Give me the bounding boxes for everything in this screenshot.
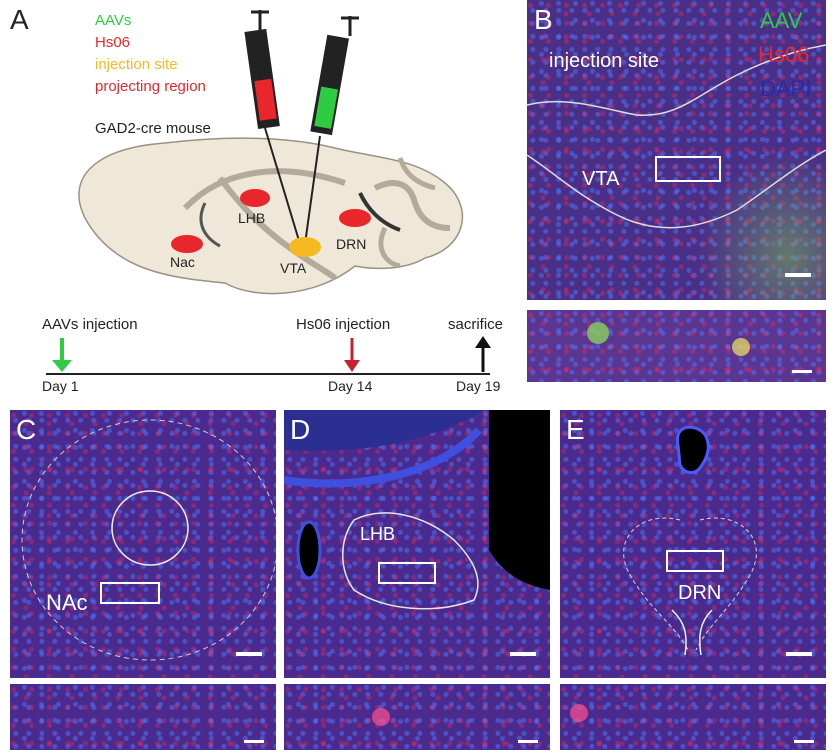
channel-dapi: DAPI xyxy=(760,76,812,101)
legend-hs06: Hs06 xyxy=(95,34,131,51)
panel-e-zoom-scale-bar xyxy=(794,740,814,743)
legend-injection-site: injection site xyxy=(95,56,178,73)
panel-b-zoom-image xyxy=(527,310,826,382)
timeline-sacrifice: sacrifice xyxy=(448,316,504,333)
region-label-lhb: LHB xyxy=(238,210,266,226)
mouse-label: GAD2-cre mouse xyxy=(95,120,211,137)
panel-b-scale-bar xyxy=(785,273,811,277)
panel-c-region-label: NAc xyxy=(46,590,88,615)
timeline-day19: Day 19 xyxy=(456,378,501,394)
panel-d-structures xyxy=(284,410,550,610)
panel-a-letter: A xyxy=(10,4,29,35)
panel-e-zoom-image xyxy=(560,684,826,750)
region-label-vta: VTA xyxy=(280,260,307,276)
panel-d-scale-bar xyxy=(510,652,536,656)
panel-c-image: NAc xyxy=(10,410,276,678)
legend-aavs: AAVs xyxy=(95,12,132,29)
panel-c-scale-bar xyxy=(236,652,262,656)
timeline-graphic xyxy=(46,336,491,375)
panel-e-zoom-bright-cell xyxy=(570,704,588,722)
panel-b-zoom-yellow-cell xyxy=(732,338,750,356)
panel-d-letter: D xyxy=(290,414,311,445)
panel-c-boundaries xyxy=(21,419,276,661)
panel-c-zoom-image xyxy=(10,684,276,750)
panel-b-boundaries xyxy=(527,44,826,229)
panel-b-image: injection site VTA xyxy=(527,0,826,300)
panel-b-injection-site-label: injection site xyxy=(549,50,660,72)
panel-b-zoom-scale-bar xyxy=(792,370,812,373)
panel-e-scale-bar xyxy=(786,652,812,656)
timeline-day14: Day 14 xyxy=(328,378,373,394)
panel-d-image: LHB xyxy=(284,410,550,678)
channel-aav: AAV xyxy=(760,8,803,33)
panel-d-roi-box xyxy=(378,562,436,584)
panel-d-region-label: LHB xyxy=(360,524,396,544)
panel-b-zoom-green-cell xyxy=(587,322,609,344)
panel-e-region-label: DRN xyxy=(678,582,722,604)
panel-b-vta-label: VTA xyxy=(582,168,620,190)
channel-hs06: Hs06 xyxy=(758,42,810,67)
timeline-day1: Day 1 xyxy=(42,378,79,394)
panel-e-structures xyxy=(623,425,757,656)
panel-d-zoom-image xyxy=(284,684,550,750)
panel-b-letter: B xyxy=(534,4,553,35)
panel-c-roi-box xyxy=(100,582,160,604)
panel-e-image: DRN xyxy=(560,410,826,678)
region-label-drn: DRN xyxy=(336,236,367,252)
region-label-nac: Nac xyxy=(170,254,195,270)
timeline-aavs-injection: AAVs injection xyxy=(42,316,138,333)
panel-b-roi-box xyxy=(655,156,721,182)
panel-e-letter: E xyxy=(566,414,585,445)
panel-c-letter: C xyxy=(16,414,37,445)
panel-e-roi-box xyxy=(666,550,724,572)
legend-projecting-region: projecting region xyxy=(95,78,206,95)
panel-d-zoom-scale-bar xyxy=(518,740,538,743)
panel-c-zoom-scale-bar xyxy=(244,740,264,743)
timeline-hs06-injection: Hs06 injection xyxy=(296,316,391,333)
brain-schematic xyxy=(78,10,464,295)
panel-d-zoom-bright-cell xyxy=(372,708,390,726)
